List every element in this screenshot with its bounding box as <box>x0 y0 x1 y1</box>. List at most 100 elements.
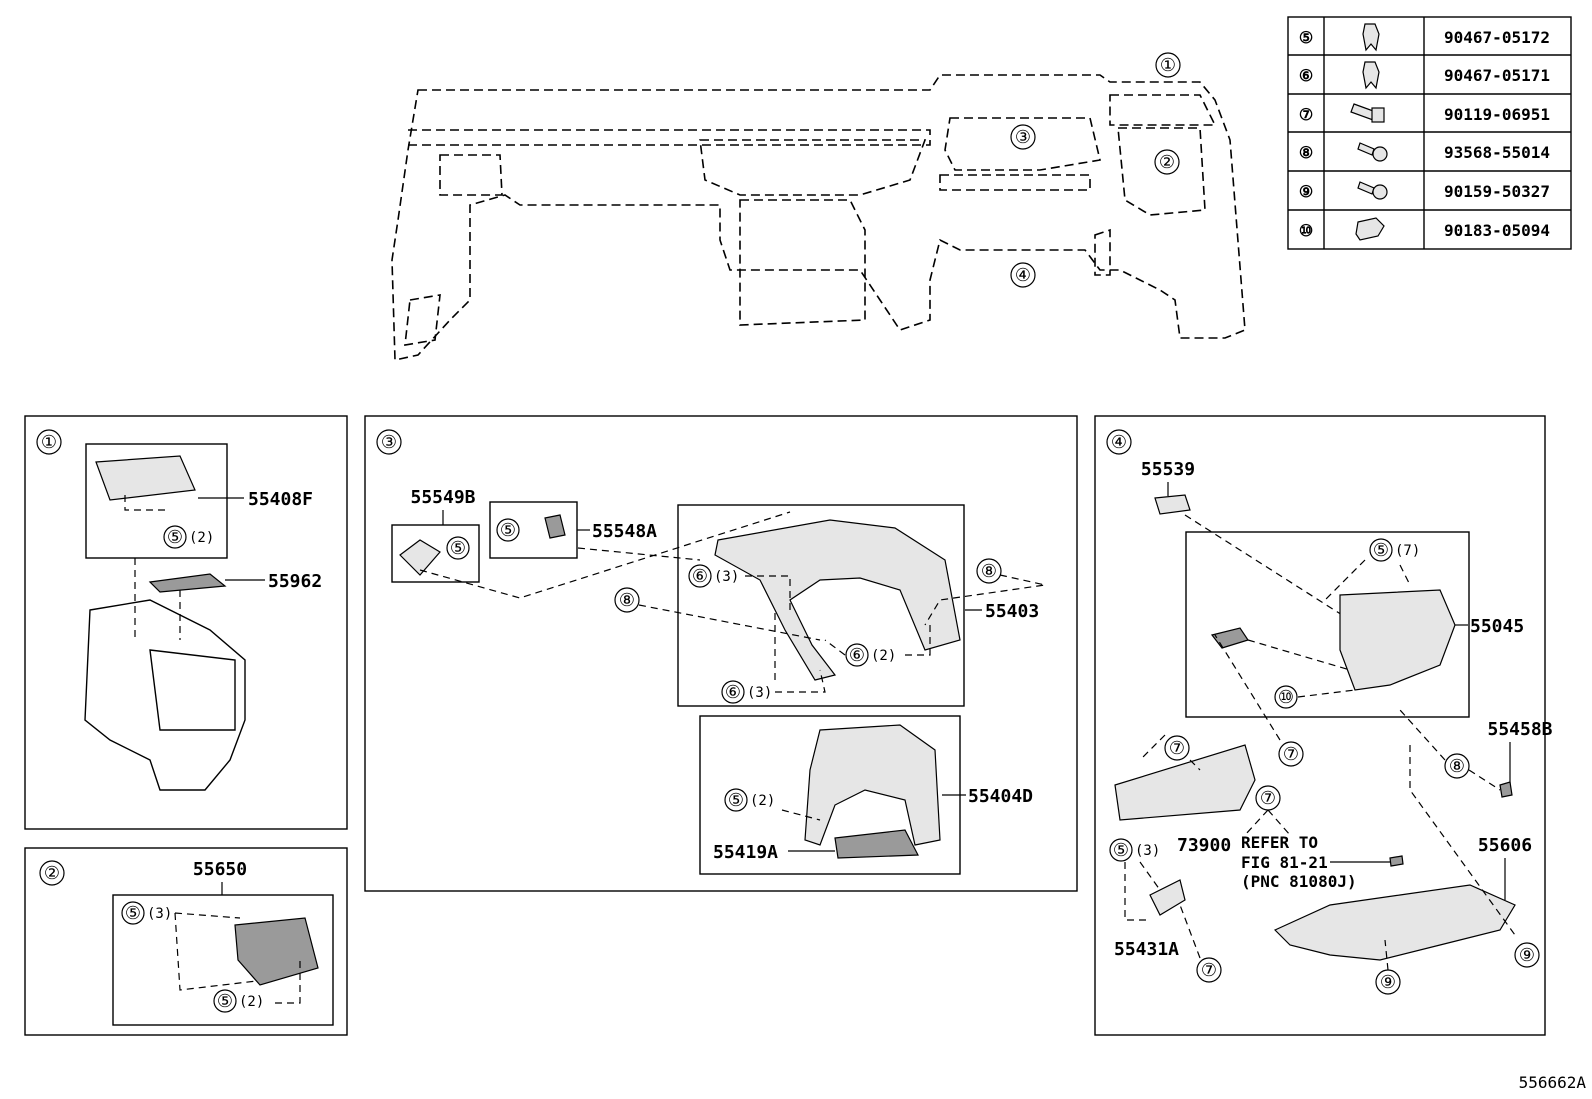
fastener-qty: (2) <box>239 994 264 1010</box>
part-number: 55458B <box>1487 719 1552 740</box>
refer-note-line: (PNC 81080J) <box>1241 872 1357 891</box>
subassembly-box <box>1185 531 1470 718</box>
part-number: 73900 <box>1177 835 1231 856</box>
bolt-callout: ⑦ <box>1201 960 1217 981</box>
fastener-qty: (2) <box>750 793 775 809</box>
detail-panel-4: ④ 55539 ⑤ (7) 55045 ⑩ 55458B ⑧ ⑦ ⑦ <box>1094 415 1553 1036</box>
fastener-callout: ⑤ <box>450 538 466 559</box>
meter-lower-bezel <box>834 829 919 859</box>
screw-callout: ⑧ <box>619 590 635 611</box>
fastener-ref: ⑩ <box>1299 221 1313 240</box>
meter-hood <box>804 724 941 846</box>
panel-id: ③ <box>381 432 397 453</box>
fastener-ref: ⑧ <box>1299 143 1313 162</box>
dashboard-overview: ① ② ③ ④ <box>391 52 1246 361</box>
refer-note-line: FIG 81-21 <box>1241 853 1328 872</box>
fastener-part-no: 90159-50327 <box>1444 182 1550 201</box>
part-number: 55962 <box>268 571 322 592</box>
clip-part <box>1154 494 1191 515</box>
part-number: 55045 <box>1470 616 1524 637</box>
fastener-callout: ⑥ <box>849 645 865 666</box>
fastener-qty: (2) <box>871 648 896 664</box>
fastener-qty: (7) <box>1395 543 1420 559</box>
part-number: 55549B <box>410 487 475 508</box>
fastener-callout: ⑤ <box>167 527 183 548</box>
clip-icon <box>1362 23 1380 52</box>
fastener-ref: ⑤ <box>1299 28 1313 47</box>
detail-panel-2: ② 55650 ⑤ (3) ⑤ (2) <box>24 847 348 1036</box>
bolt-callout: ⑦ <box>1260 788 1276 809</box>
subassembly-box <box>85 443 228 559</box>
cluster-finish-panel <box>714 519 961 681</box>
fastener-ref: ⑨ <box>1299 182 1313 201</box>
part-number: 55539 <box>1141 459 1195 480</box>
fastener-ref: ⑥ <box>1299 66 1313 85</box>
callout-3: ③ <box>1015 127 1031 148</box>
fastener-table: ⑤ 90467-05172 ⑥ 90467-05171 ⑦ 90119-0695… <box>1287 16 1572 250</box>
screw-callout: ⑨ <box>1380 972 1396 993</box>
part-number: 55431A <box>1114 939 1179 960</box>
screw-callout: ⑨ <box>1519 945 1535 966</box>
screw-icon <box>1357 181 1388 200</box>
callout-4: ④ <box>1015 265 1031 286</box>
knee-panel-cover <box>1149 879 1186 916</box>
diagram-id: 556662A <box>1519 1073 1587 1092</box>
bolt-callout: ⑦ <box>1169 738 1185 759</box>
airbag-module <box>1114 744 1256 821</box>
fastener-qty: (3) <box>1135 843 1160 859</box>
speaker-grille <box>148 573 227 593</box>
panel-id: ① <box>41 432 57 453</box>
undercover-panel <box>1273 884 1516 961</box>
refer-note-line: REFER TO <box>1241 833 1318 852</box>
detail-panel-3: ③ 55549B ⑤ ⑤ 55548A ⑥ (3) ⑥ (2) ⑥ (3) ⑧ <box>364 415 1078 892</box>
cover-part <box>95 455 196 501</box>
callout-1: ① <box>1160 55 1176 76</box>
bolt-callout: ⑦ <box>1283 744 1299 765</box>
fastener-part-no: 90467-05171 <box>1444 66 1550 85</box>
bracket-part <box>544 514 566 539</box>
fastener-part-no: 90183-05094 <box>1444 221 1550 240</box>
part-number: 55403 <box>985 601 1039 622</box>
panel-id: ② <box>44 863 60 884</box>
screw-callout: ⑧ <box>1449 756 1465 777</box>
fastener-qty: (2) <box>189 530 214 546</box>
fastener-callout: ⑥ <box>692 566 708 587</box>
fastener-qty: (3) <box>147 906 172 922</box>
fastener-callout: ⑤ <box>217 991 233 1012</box>
part-number: 55408F <box>248 489 313 510</box>
part-number: 55606 <box>1478 835 1532 856</box>
screw-callout: ⑧ <box>981 561 997 582</box>
part-number: 55419A <box>713 842 778 863</box>
fastener-part-no: 90119-06951 <box>1444 105 1550 124</box>
dashboard-frame-part <box>84 599 246 791</box>
lower-panel-part <box>1339 589 1456 691</box>
detail-panel-1: ① 55408F ⑤ (2) 55962 <box>24 415 348 830</box>
fastener-callout: ⑤ <box>728 790 744 811</box>
part-number: 55404D <box>968 786 1033 807</box>
screw-icon <box>1357 142 1388 162</box>
fastener-qty: (3) <box>714 569 739 585</box>
panel-id: ④ <box>1111 432 1127 453</box>
fastener-callout: ⑤ <box>1373 540 1389 561</box>
bracket-part <box>1210 627 1249 649</box>
nut-clip-icon <box>1355 217 1385 241</box>
fastener-ref: ⑦ <box>1299 105 1313 124</box>
clip-icon <box>1362 61 1380 90</box>
subassembly-box <box>391 524 480 583</box>
subassembly-box <box>677 504 965 707</box>
bolt-icon <box>1350 103 1385 123</box>
clip-part <box>1499 781 1513 798</box>
fastener-callout: ⑤ <box>500 520 516 541</box>
subassembly-box <box>112 894 334 1026</box>
fastener-callout: ⑤ <box>1113 840 1129 861</box>
callout-2: ② <box>1159 152 1175 173</box>
fastener-callout: ⑤ <box>125 903 141 924</box>
part-number: 55650 <box>193 859 247 880</box>
fastener-part-no: 90467-05172 <box>1444 28 1550 47</box>
nut-clip-callout: ⑩ <box>1278 687 1294 708</box>
bezel-part <box>399 539 441 576</box>
center-cluster-panel <box>234 917 319 986</box>
fastener-table-frame <box>1287 16 1572 250</box>
fastener-part-no: 93568-55014 <box>1444 143 1550 162</box>
